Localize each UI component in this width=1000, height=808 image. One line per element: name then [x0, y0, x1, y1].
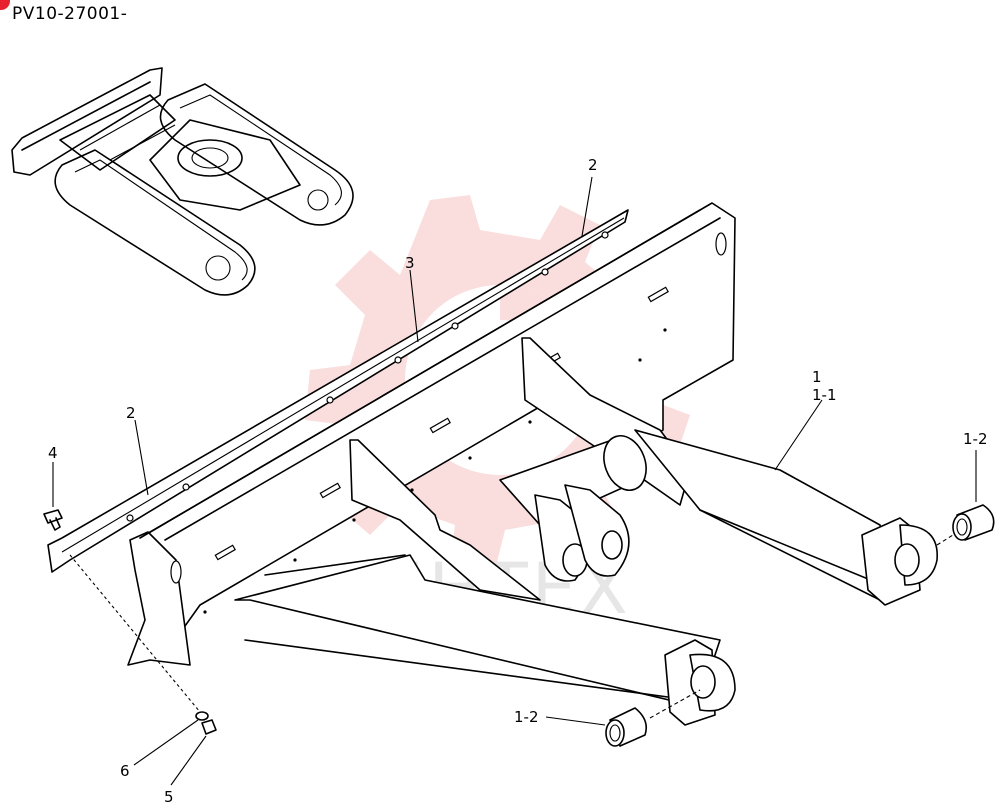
washer-part-6: [195, 711, 209, 721]
corner-marker: [0, 0, 10, 10]
callout-1-1: 1-1: [812, 386, 837, 404]
bushing-right: [936, 504, 995, 546]
callout-3: 3: [405, 254, 415, 272]
machine-inset: [11, 67, 354, 296]
diagram-code: PV10-27001-: [12, 4, 128, 24]
callout-4: 4: [48, 444, 58, 462]
callout-2-top: 2: [588, 156, 598, 174]
callout-1: 1: [812, 368, 822, 386]
callout-5: 5: [164, 788, 174, 806]
callout-1-2-bottom: 1-2: [514, 708, 539, 726]
callout-1-2-right: 1-2: [963, 430, 988, 448]
callout-2-left: 2: [126, 404, 136, 422]
nut-part-5: [201, 719, 217, 735]
bushing-bottom: [605, 689, 701, 747]
blade-assembly: [47, 202, 938, 726]
leader-lines: [52, 176, 977, 786]
callout-6: 6: [120, 762, 130, 780]
bolt-part-4: [43, 509, 63, 531]
